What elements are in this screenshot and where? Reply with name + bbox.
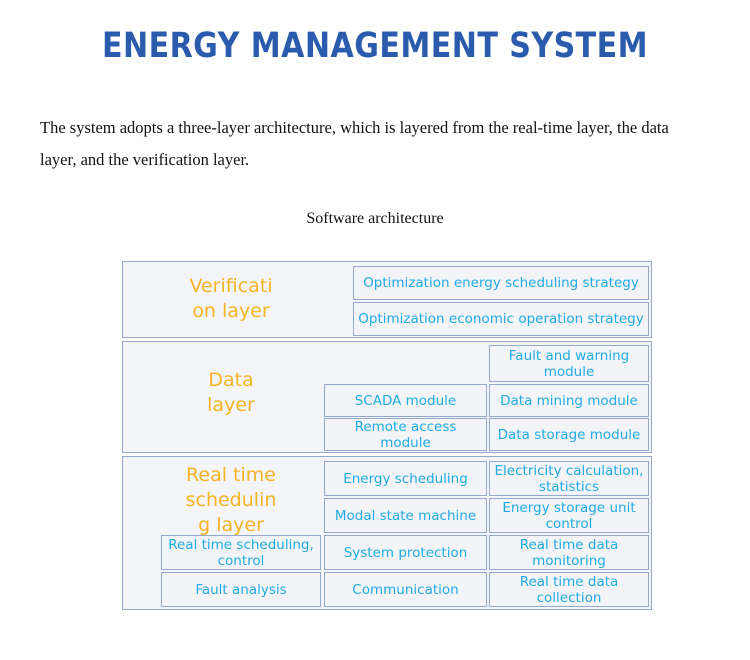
intro-paragraph: The system adopts a three-layer architec…: [40, 118, 669, 169]
module-label: Remote access module: [354, 418, 457, 451]
page-title: ENERGY MANAGEMENT SYSTEM: [101, 26, 649, 66]
module-box-remote-access-module[interactable]: Remote access module: [324, 418, 487, 451]
module-label: Real time data collection: [519, 573, 619, 606]
module-box-real-time-data-collection[interactable]: Real time data collection: [489, 572, 649, 607]
module-box-electricity-calculation-statistics[interactable]: Electricity calculation, statistics: [489, 461, 649, 496]
figure-caption: Software architecture: [306, 210, 444, 227]
module-label: Real time scheduling, control: [168, 536, 314, 569]
module-label: Energy scheduling: [343, 470, 468, 487]
module-box-optimization-energy-scheduling-strategy[interactable]: Optimization energy scheduling strategy: [353, 266, 649, 300]
verification-layer-label: Verificati on layer: [189, 275, 273, 322]
module-box-communication[interactable]: Communication: [324, 572, 487, 607]
module-label: Optimization economic operation strategy: [358, 311, 644, 327]
verification-layer: Verificati on layer Optimization energy …: [122, 261, 652, 338]
module-box-data-storage-module[interactable]: Data storage module: [489, 418, 649, 451]
real-time-scheduling-layer-label: Real time schedulin g layer: [185, 464, 277, 536]
module-box-real-time-data-monitoring[interactable]: Real time data monitoring: [489, 535, 649, 570]
module-box-real-time-scheduling-control[interactable]: Real time scheduling, control: [161, 535, 321, 570]
software-architecture-diagram: Verificati on layer Optimization energy …: [122, 261, 652, 610]
module-label: Optimization energy scheduling strategy: [363, 275, 639, 291]
module-box-system-protection[interactable]: System protection: [324, 535, 487, 570]
module-label: Real time data monitoring: [519, 536, 619, 569]
module-box-energy-storage-unit-control[interactable]: Energy storage unit control: [489, 498, 649, 533]
module-label: Data storage module: [497, 426, 641, 443]
module-box-modal-state-machine[interactable]: Modal state machine: [324, 498, 487, 533]
module-label: Energy storage unit control: [502, 499, 636, 532]
module-box-fault-analysis[interactable]: Fault analysis: [161, 572, 321, 607]
module-label: Electricity calculation, statistics: [494, 462, 644, 495]
module-label: Modal state machine: [334, 507, 477, 524]
real-time-scheduling-layer: Real time schedulin g layer Energy sched…: [122, 456, 652, 610]
module-box-fault-and-warning-module[interactable]: Fault and warning module: [489, 345, 649, 382]
module-label: Fault and warning module: [508, 347, 630, 380]
module-label: System protection: [343, 544, 468, 561]
module-label: Fault analysis: [195, 581, 287, 598]
module-box-optimization-economic-operation-strategy[interactable]: Optimization economic operation strategy: [353, 302, 649, 336]
module-box-data-mining-module[interactable]: Data mining module: [489, 384, 649, 417]
module-label: SCADA module: [354, 392, 457, 409]
module-label: Data mining module: [500, 392, 638, 409]
data-layer-label: Data layer: [207, 369, 255, 416]
module-label: Communication: [352, 581, 459, 598]
module-box-scada-module[interactable]: SCADA module: [324, 384, 487, 417]
module-box-energy-scheduling[interactable]: Energy scheduling: [324, 461, 487, 496]
data-layer: Data layer Fault and warning module SCAD…: [122, 341, 652, 453]
